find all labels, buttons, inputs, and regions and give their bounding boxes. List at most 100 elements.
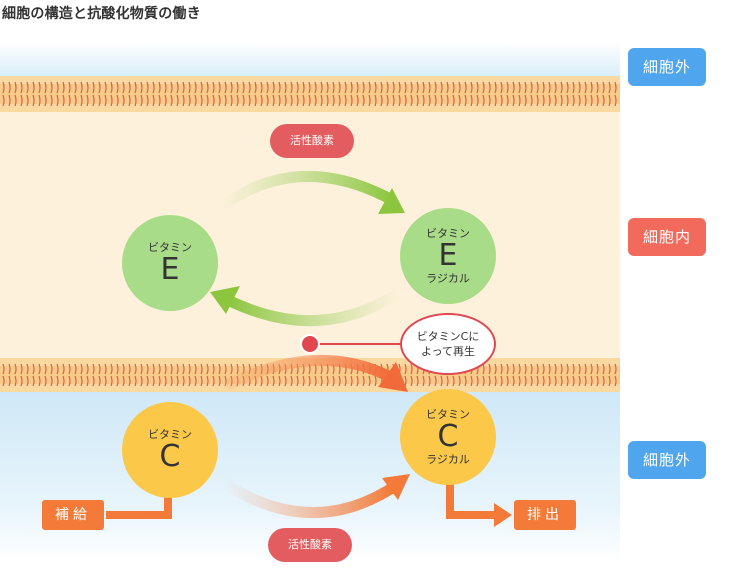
- lipid-tail: [116, 81, 119, 107]
- vitamin-e-radical-letter: E: [438, 238, 458, 273]
- supply-tag: 補給: [42, 500, 104, 530]
- lipid-tail: [248, 81, 251, 107]
- reactive-oxygen-bottom: 活性酸素: [268, 528, 352, 562]
- lipid-tail: [602, 81, 605, 107]
- lipid-tail: [140, 363, 143, 387]
- lipid-tail: [146, 81, 149, 107]
- regeneration-note-line2: よって再生: [420, 345, 476, 358]
- lipid-tail: [164, 81, 167, 107]
- lipid-tail: [104, 363, 107, 387]
- lipid-tail: [470, 81, 473, 107]
- lipid-tail: [50, 81, 53, 107]
- lipid-tail: [2, 81, 5, 107]
- vitamin-e-radical-line1: ビタミン: [426, 227, 470, 240]
- lipid-tail: [122, 363, 125, 387]
- lipid-tail: [26, 363, 29, 387]
- lipid-tail: [308, 81, 311, 107]
- lipid-tail: [212, 81, 215, 107]
- lipid-tail: [584, 81, 587, 107]
- lipid-tail: [158, 81, 161, 107]
- e-oxidation-arrowhead: [378, 188, 405, 214]
- lipid-tail: [110, 363, 113, 387]
- vitamin-c-letter: C: [159, 438, 181, 474]
- lipid-tail: [14, 81, 17, 107]
- e-regeneration-arrowhead: [210, 286, 240, 314]
- lipid-tail: [332, 81, 335, 107]
- lipid-tail: [176, 363, 179, 387]
- lipid-tail: [314, 81, 317, 107]
- vitamin-c-radical-letter: C: [437, 419, 459, 454]
- lipid-tail: [410, 363, 413, 387]
- lipid-tail: [602, 363, 605, 387]
- lipid-tail: [158, 363, 161, 387]
- lipid-tail: [338, 81, 341, 107]
- vitamin-e-letter: E: [160, 251, 180, 287]
- lipid-tail: [584, 363, 587, 387]
- lipid-tail: [608, 81, 611, 107]
- lipid-tail: [182, 81, 185, 107]
- lipid-tail: [146, 363, 149, 387]
- e-oxidation-arrow: [216, 171, 398, 212]
- lipid-tail: [566, 363, 569, 387]
- excretion-arrowhead: [494, 503, 512, 527]
- lipid-tail: [392, 81, 395, 107]
- lipid-tail: [86, 81, 89, 107]
- lipid-tail: [488, 363, 491, 387]
- lipid-tail: [32, 363, 35, 387]
- lipid-tail: [404, 81, 407, 107]
- lipid-tail: [128, 363, 131, 387]
- lipid-tail: [266, 81, 269, 107]
- lipid-tail: [536, 81, 539, 107]
- c-oxidation-from-e-arrow: [224, 354, 398, 390]
- lipid-tail: [278, 81, 281, 107]
- label-outside-top: 細胞外: [628, 48, 706, 86]
- lipid-tail: [512, 363, 515, 387]
- lipid-tail: [182, 363, 185, 387]
- lipid-tail: [104, 81, 107, 107]
- vitamin-e-radical-line2: ラジカル: [426, 272, 470, 285]
- lipid-tail: [428, 81, 431, 107]
- lipid-tail: [200, 363, 203, 387]
- lipid-tail: [446, 81, 449, 107]
- lipid-tail: [566, 81, 569, 107]
- lipid-tail: [350, 81, 353, 107]
- lipid-tail: [80, 363, 83, 387]
- lipid-tail: [614, 363, 617, 387]
- lipid-tail: [38, 363, 41, 387]
- lipid-tail: [26, 81, 29, 107]
- lipid-tail: [152, 81, 155, 107]
- lipid-tail: [272, 81, 275, 107]
- vitamin-c-radical-node: ビタミン C ラジカル: [400, 389, 496, 485]
- lipid-tail: [530, 81, 533, 107]
- lipid-tail: [464, 81, 467, 107]
- lipid-tail: [56, 363, 59, 387]
- lipid-tail: [554, 81, 557, 107]
- lipid-tail: [590, 363, 593, 387]
- lipid-tail: [170, 363, 173, 387]
- lipid-tail: [398, 81, 401, 107]
- lipid-tail: [476, 81, 479, 107]
- lipid-tail: [500, 363, 503, 387]
- lipid-tail: [62, 363, 65, 387]
- lipid-tail: [488, 81, 491, 107]
- lipid-tail: [254, 81, 257, 107]
- lipid-tail: [116, 363, 119, 387]
- excretion-tag: 排出: [514, 500, 576, 530]
- lipid-tail: [14, 363, 17, 387]
- lipid-tail: [560, 81, 563, 107]
- lipid-tail: [224, 81, 227, 107]
- lipid-tail: [434, 81, 437, 107]
- c-oxidation-from-e-arrowhead: [378, 362, 408, 392]
- lipid-tail: [296, 81, 299, 107]
- lipid-tail: [212, 363, 215, 387]
- e-regeneration-arrow: [222, 286, 406, 327]
- lipid-tail: [362, 81, 365, 107]
- lipid-tail: [560, 363, 563, 387]
- lipid-tail: [38, 81, 41, 107]
- vitamin-c-node: ビタミン C: [122, 402, 218, 498]
- lipid-tail: [68, 363, 71, 387]
- lipid-tail: [194, 363, 197, 387]
- lipid-tail: [8, 81, 11, 107]
- c-oxidation-arrowhead: [382, 474, 410, 500]
